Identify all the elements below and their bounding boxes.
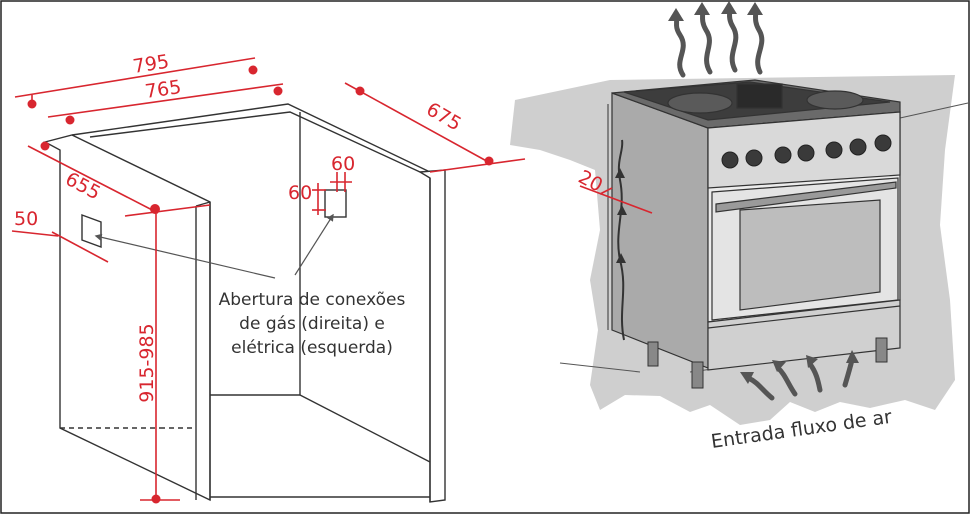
heat-arrow-icon bbox=[673, 5, 765, 78]
control-knobs bbox=[721, 134, 892, 169]
heat-arrow-heads bbox=[668, 1, 763, 21]
dimension-lines bbox=[11, 57, 526, 504]
callout-line-1: Abertura de conexões bbox=[219, 290, 406, 310]
callout-line-2: de gás (direita) e bbox=[239, 314, 385, 334]
dim-height: 915-985 bbox=[136, 323, 158, 402]
dim-opening-width: 60 bbox=[331, 153, 355, 175]
dim-795: 795 bbox=[131, 51, 170, 78]
callout-leaders bbox=[94, 213, 334, 279]
dim-opening-height: 60 bbox=[288, 182, 312, 204]
side-airflow bbox=[607, 104, 625, 341]
dim-50: 50 bbox=[14, 208, 38, 230]
callout-line-3: elétrica (esquerda) bbox=[231, 338, 393, 358]
side-airflow-arrows bbox=[615, 168, 627, 263]
dim-765: 765 bbox=[144, 76, 183, 103]
gap-dimension bbox=[579, 185, 653, 214]
range-legs bbox=[647, 337, 888, 389]
range-oven bbox=[611, 79, 901, 371]
cabinet-niche bbox=[43, 103, 446, 503]
airflow-arrow-heads bbox=[740, 350, 859, 384]
